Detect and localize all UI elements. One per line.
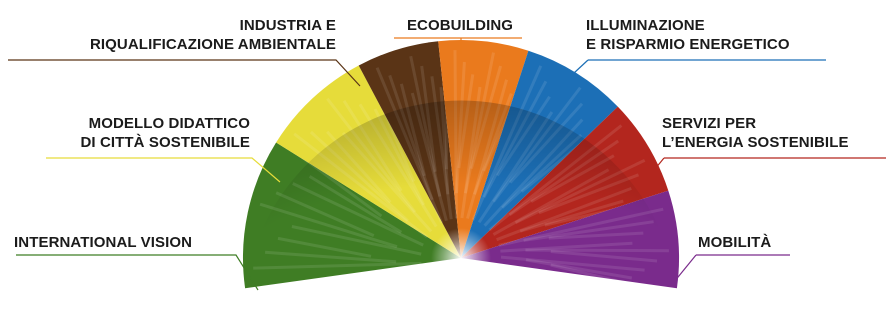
leader-line-industria [8,59,361,87]
fan-shading [245,100,677,289]
leader-line-international-vision [16,254,259,291]
leader-drop-illuminazione [559,59,589,87]
label-modello-didattico: MODELLO DIDATTICO DI CITTÀ SOSTENIBILE [80,115,250,151]
leader-line-modello-didattico [46,157,281,183]
label-mobilita: MOBILITÀ [698,234,772,251]
label-international-vision: INTERNATIONAL VISION [14,234,193,251]
center-glow [431,228,491,288]
label-servizi: SERVIZI PER L’ENERGIA SOSTENIBILE [662,115,849,151]
leader-drop-servizi [645,157,665,181]
label-illuminazione: ILLUMINAZIONE E RISPARMIO ENERGETICO [586,17,790,53]
leader-drop-mobilita [673,254,697,283]
label-industria: INDUSTRIA E RIQUALIFICAZIONE AMBIENTALE [89,17,336,53]
label-ecobuilding: ECOBUILDING [406,17,514,34]
